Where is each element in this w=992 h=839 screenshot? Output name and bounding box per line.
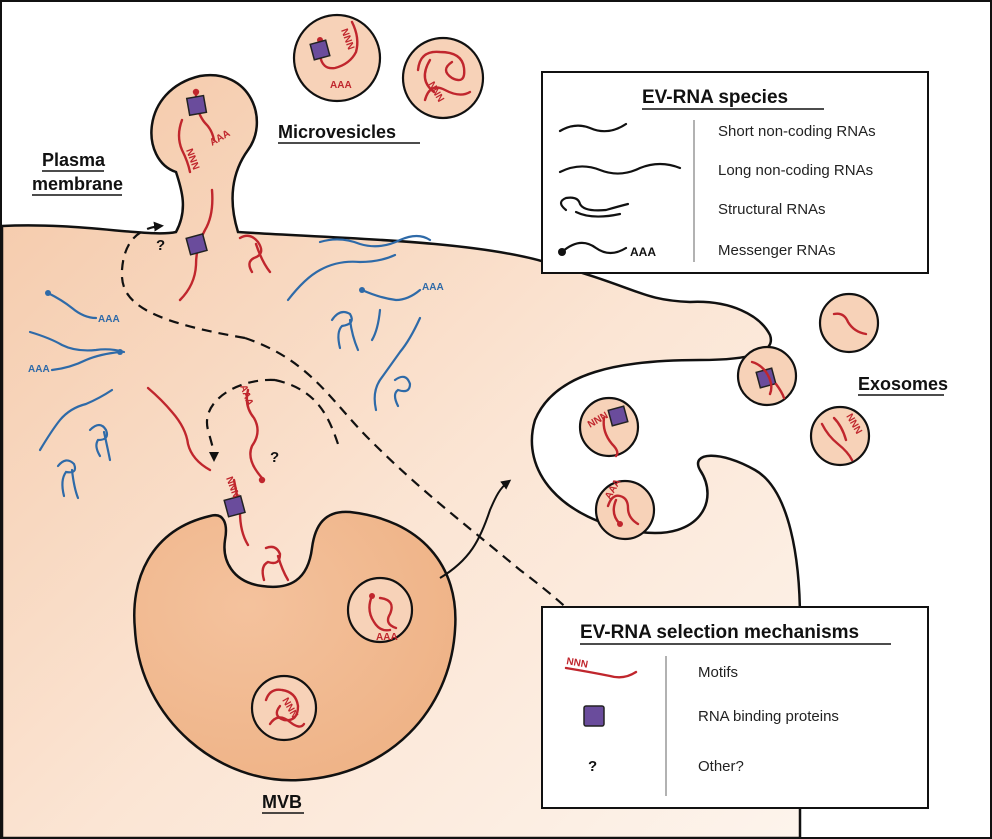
plasma-membrane-label-line1: Plasma: [42, 150, 106, 170]
question-mark-1: ?: [156, 237, 165, 254]
legend-species-item-2: Long non-coding RNAs: [718, 162, 873, 179]
legend-species-item-3: Structural RNAs: [718, 201, 826, 218]
polya-mark: AAA: [376, 632, 398, 643]
legend-species-item-1: Short non-coding RNAs: [718, 123, 876, 140]
arrow-mvb-to-exosomes: [439, 479, 512, 579]
long-ncrna-glyph: [558, 162, 682, 175]
structural-rna-glyph: [559, 196, 630, 218]
microvesicle-2: NNN: [401, 36, 485, 120]
legend-species-item-4: Messenger RNAs: [718, 242, 836, 259]
dashed-path-cytoplasm: [244, 336, 601, 641]
polya-mark: AAA: [28, 364, 50, 375]
polya-mark: AAA: [330, 80, 352, 91]
exosomes-label: Exosomes: [858, 374, 948, 394]
microvesicle-1: NNN AAA: [292, 13, 382, 103]
cellular-rnas: AAA AAA AAA: [28, 234, 444, 500]
mrna-tail-label: AAA: [630, 245, 656, 259]
microvesicles-label: Microvesicles: [278, 122, 396, 142]
exosome-released-1: [818, 292, 880, 354]
dashed-path-to-mvb-2: [274, 378, 342, 451]
legend-species-title: EV-RNA species: [642, 87, 788, 108]
intraluminal-vesicle-1: AAA: [346, 576, 414, 644]
polya-mark: AAA: [422, 282, 444, 293]
short-ncrna-glyph: [558, 122, 628, 133]
bud-rnas: AAA NNN: [177, 88, 272, 302]
legend-selection-item-3: Other?: [698, 758, 744, 775]
legend-ev-rna-species: EV-RNA species Short non-coding RNAs Lon…: [541, 71, 929, 274]
legend-selection-title: EV-RNA selection mechanisms: [580, 622, 859, 643]
other-glyph: ?: [588, 758, 597, 775]
rbp-glyph: [583, 705, 605, 727]
motif-glyph: NNN: [565, 656, 588, 671]
question-mark-2: ?: [270, 449, 279, 466]
legend-selection-item-1: Motifs: [698, 664, 738, 681]
intraluminal-vesicle-2: NNN: [250, 674, 318, 742]
exosome-pocket-1: NNN: [578, 396, 640, 458]
exosome-released-3: NNN: [809, 405, 871, 467]
polya-mark: AAA: [98, 314, 120, 325]
mvb-label: MVB: [262, 792, 302, 812]
motif-line-glyph: [564, 666, 638, 679]
mrna-glyph: [560, 241, 628, 255]
dashed-arrow-to-microvesicle: [120, 221, 246, 340]
legend-selection-item-2: RNA binding proteins: [698, 708, 839, 725]
plasma-membrane-label-line2: membrane: [32, 174, 123, 194]
exosome-released-2: [736, 345, 798, 407]
dashed-arrow-to-mvb: [205, 378, 276, 462]
legend-selection-mechanisms: EV-RNA selection mechanisms NNN Motifs R…: [541, 606, 929, 809]
